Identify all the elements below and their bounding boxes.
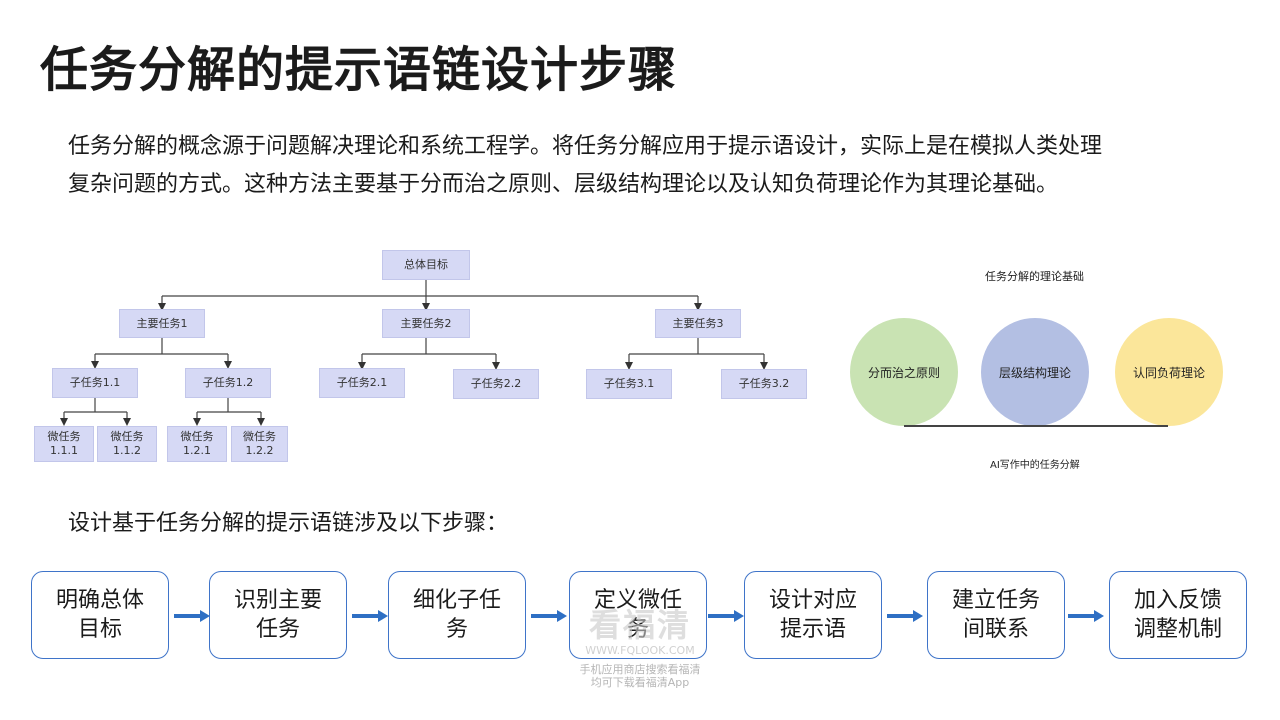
intro-paragraph: 任务分解的概念源于问题解决理论和系统工程学。将任务分解应用于提示语设计，实际上是… — [68, 128, 1228, 204]
watermark-line: 手机应用商店搜索看福清 — [579, 663, 701, 676]
theory-circle: 认同负荷理论 — [1115, 318, 1223, 426]
tree-sub-task-node: 子任务3.1 — [586, 369, 672, 399]
micro-task-number: 1.1.1 — [50, 444, 78, 457]
tree-micro-task-node: 微任务 1.1.1 — [34, 426, 94, 462]
theory-circle: 分而治之原则 — [850, 318, 958, 426]
tree-micro-task-node: 微任务 1.1.2 — [97, 426, 157, 462]
theory-circle: 层级结构理论 — [981, 318, 1089, 426]
step-line: 任务 — [255, 617, 300, 642]
steps-intro: 设计基于任务分解的提示语链涉及以下步骤： — [68, 511, 509, 536]
step-line: 间联系 — [962, 617, 1029, 642]
step-line: 务 — [445, 617, 468, 642]
page-title: 任务分解的提示语链设计步骤 — [40, 42, 678, 98]
step-line: 提示语 — [779, 617, 846, 642]
step-line: 务 — [626, 617, 649, 642]
tree-sub-task-node: 子任务1.1 — [52, 368, 138, 398]
tree-sub-task-node: 子任务2.2 — [453, 369, 539, 399]
theory-baseline — [904, 425, 1168, 427]
tree-main-task-node: 主要任务3 — [655, 309, 741, 338]
theory-title: 任务分解的理论基础 — [985, 270, 1084, 283]
intro-line: 任务分解的概念源于问题解决理论和系统工程学。将任务分解应用于提示语设计，实际上是… — [68, 134, 1103, 159]
tree-main-task-node: 主要任务2 — [382, 309, 470, 338]
micro-task-label: 微任务 — [110, 430, 144, 443]
arrow-right-icon — [708, 610, 744, 622]
step-line: 目标 — [77, 617, 122, 642]
tree-connectors — [60, 280, 768, 426]
intro-line: 复杂问题的方式。这种方法主要基于分而治之原则、层级结构理论以及认知负荷理论作为其… — [68, 172, 1059, 197]
step-box: 建立任务间联系 — [927, 571, 1065, 659]
micro-task-number: 1.1.2 — [113, 444, 141, 457]
arrow-right-icon — [531, 610, 567, 622]
step-line: 定义微任 — [593, 588, 682, 613]
step-line: 明确总体 — [55, 588, 144, 613]
arrow-right-icon — [1068, 610, 1104, 622]
step-box: 设计对应提示语 — [744, 571, 882, 659]
tree-sub-task-node: 子任务3.2 — [721, 369, 807, 399]
arrow-right-icon — [887, 610, 923, 622]
step-box: 明确总体目标 — [31, 571, 169, 659]
step-line: 识别主要 — [233, 588, 322, 613]
tree-micro-task-node: 微任务 1.2.2 — [231, 426, 288, 462]
step-line: 加入反馈 — [1133, 588, 1222, 613]
micro-task-label: 微任务 — [243, 430, 276, 443]
step-box: 细化子任务 — [388, 571, 526, 659]
arrow-right-icon — [352, 610, 388, 622]
tree-sub-task-node: 子任务2.1 — [319, 368, 405, 398]
step-line: 设计对应 — [768, 588, 857, 613]
tree-main-task-node: 主要任务1 — [119, 309, 205, 338]
step-box: 加入反馈调整机制 — [1109, 571, 1247, 659]
step-box: 定义微任务 — [569, 571, 707, 659]
step-box: 识别主要任务 — [209, 571, 347, 659]
tree-root-node: 总体目标 — [382, 250, 470, 280]
step-line: 调整机制 — [1133, 617, 1222, 642]
tree-micro-task-node: 微任务 1.2.1 — [167, 426, 227, 462]
step-line: 细化子任 — [412, 588, 501, 613]
theory-caption: AI写作中的任务分解 — [990, 460, 1080, 471]
micro-task-number: 1.2.1 — [183, 444, 211, 457]
step-line: 建立任务 — [951, 588, 1040, 613]
micro-task-number: 1.2.2 — [245, 444, 274, 457]
micro-task-label: 微任务 — [180, 430, 214, 443]
watermark-line: 均可下载看福清App — [590, 676, 690, 689]
arrow-right-icon — [174, 610, 210, 622]
tree-sub-task-node: 子任务1.2 — [185, 368, 271, 398]
micro-task-label: 微任务 — [47, 430, 81, 443]
